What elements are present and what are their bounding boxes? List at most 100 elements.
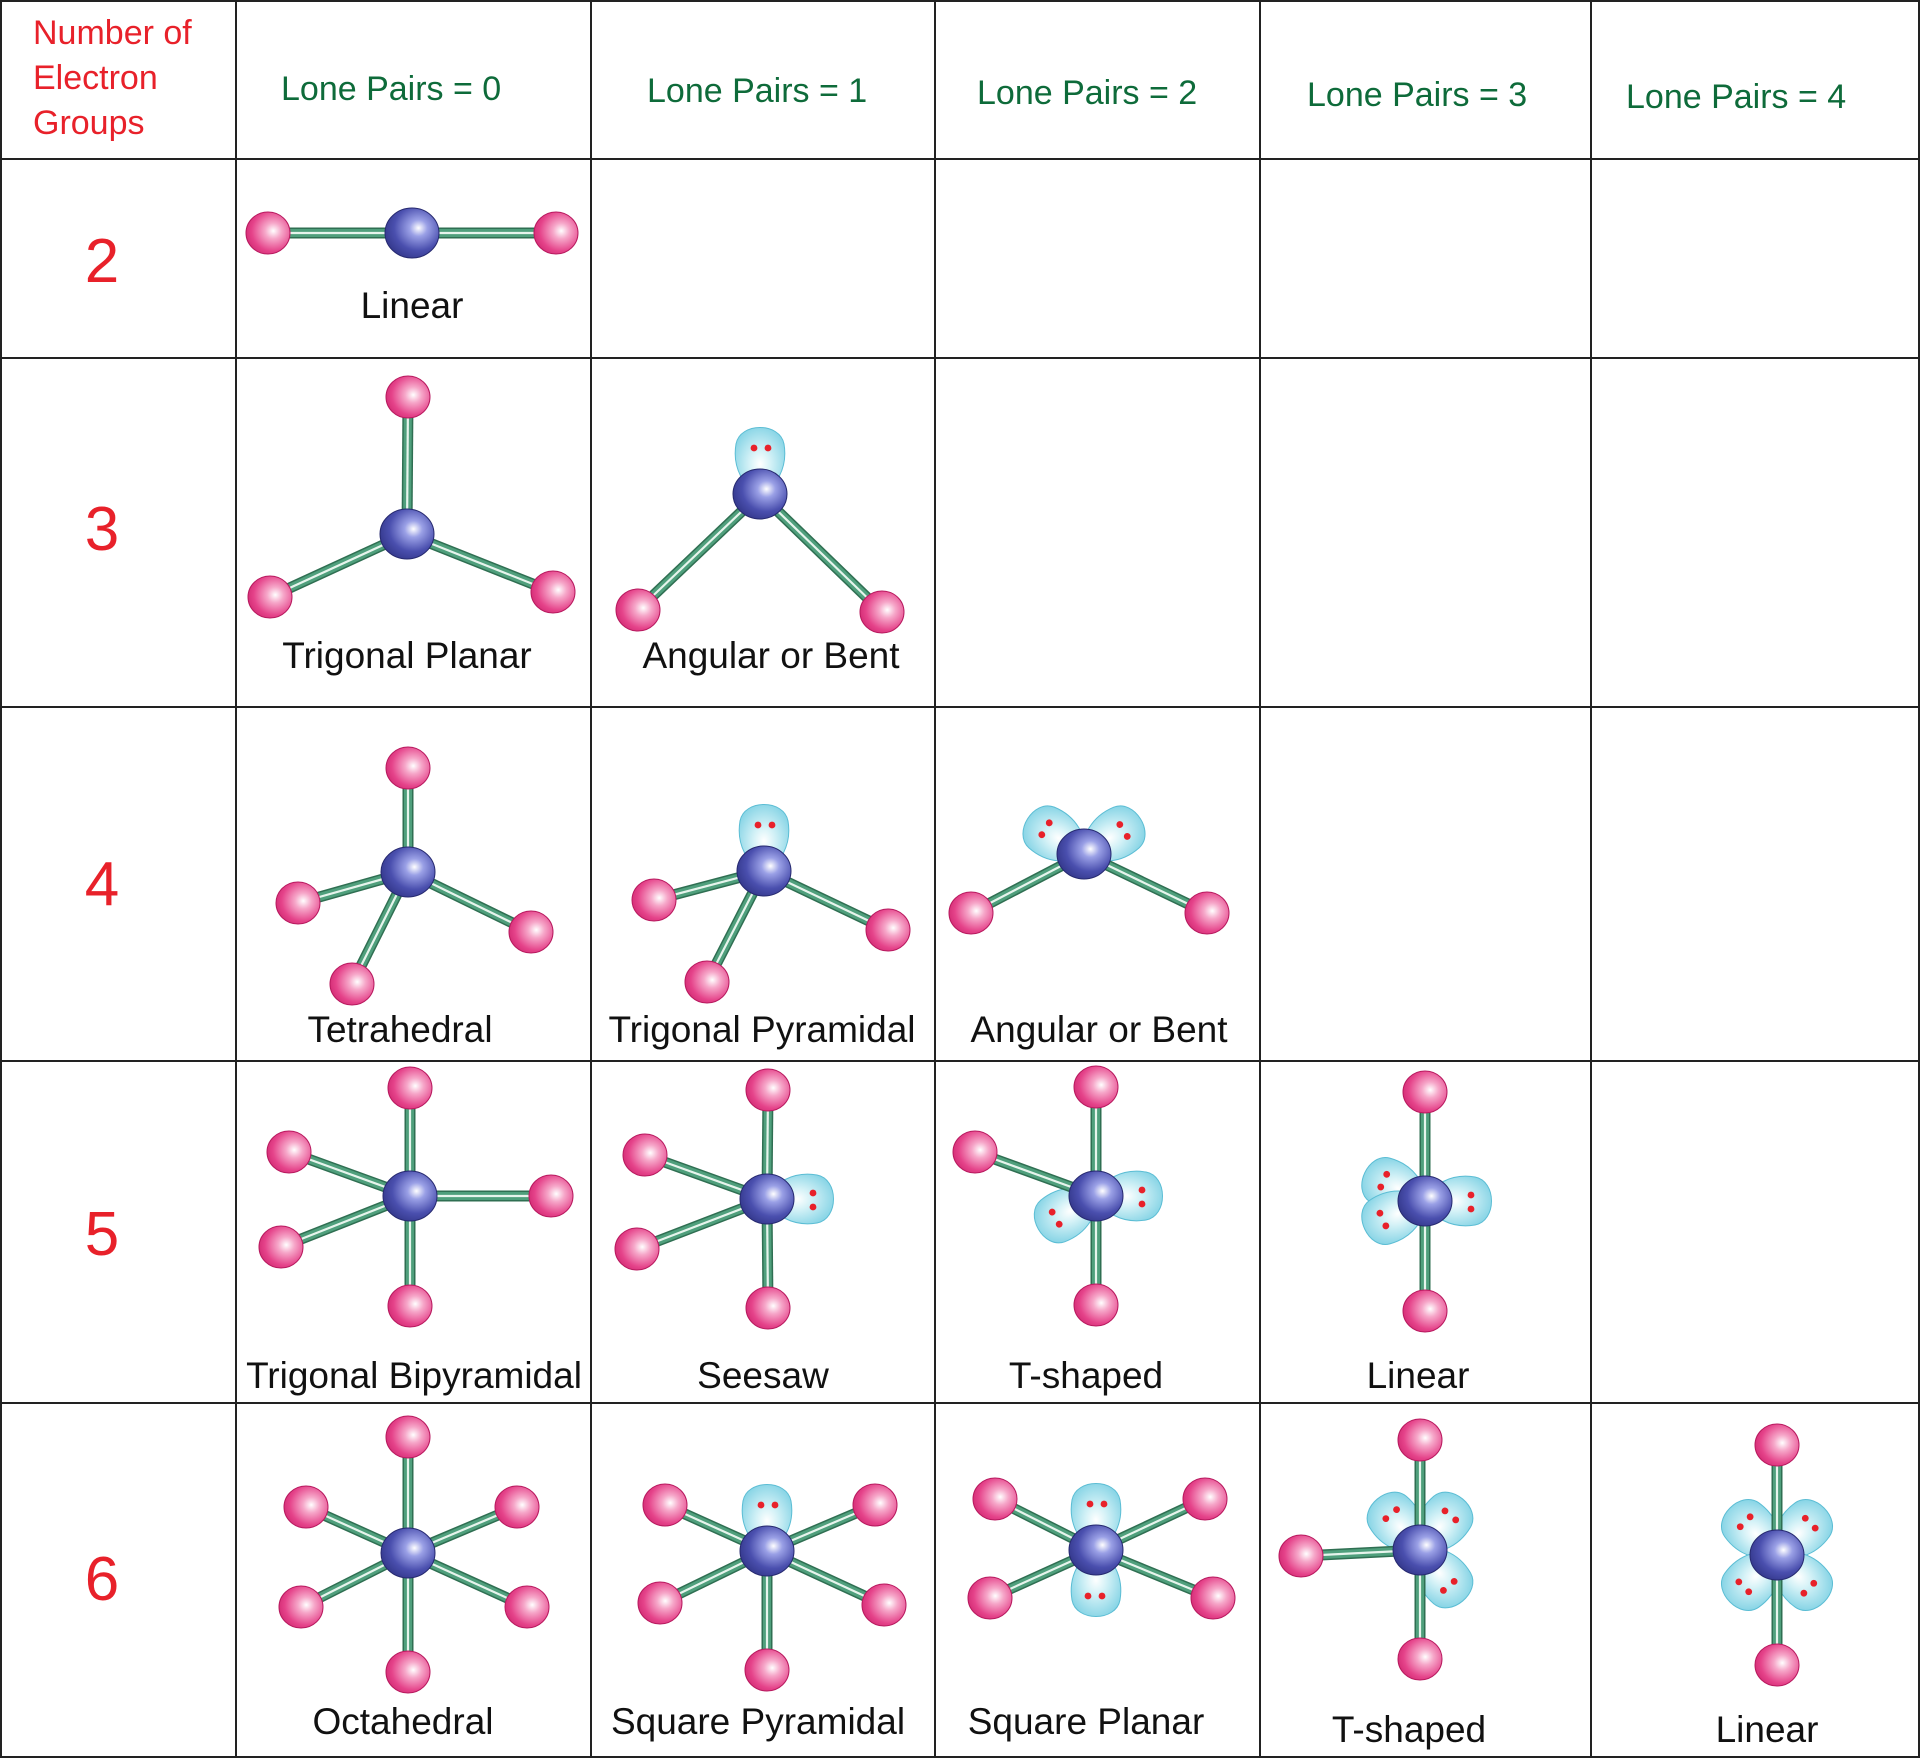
central-atom bbox=[1749, 1529, 1805, 1581]
outer-atom bbox=[504, 1585, 550, 1629]
outer-atom bbox=[385, 746, 431, 790]
lone-pair-dot bbox=[754, 821, 762, 829]
molecule-square-pyramidal bbox=[637, 1483, 907, 1692]
outer-atom bbox=[1397, 1637, 1443, 1681]
lone-pair-dot bbox=[771, 1501, 779, 1509]
shape-label-6-1: Square Pyramidal bbox=[611, 1701, 905, 1742]
molecule-linear-2-0 bbox=[245, 207, 579, 259]
outer-atom bbox=[258, 1225, 304, 1269]
central-atom bbox=[736, 845, 792, 897]
outer-atom bbox=[745, 1286, 791, 1330]
lone-pair-dot bbox=[1138, 1200, 1146, 1208]
lone-pair-dot bbox=[1440, 1586, 1447, 1594]
outer-atom bbox=[614, 1227, 660, 1271]
lone-pair-dot bbox=[1138, 1186, 1146, 1194]
row-number-3: 3 bbox=[85, 495, 119, 564]
shape-label-5-3: Linear bbox=[1367, 1355, 1470, 1396]
lone-pair-dot bbox=[1736, 1523, 1744, 1531]
molecule-trigonal-bipyramidal bbox=[258, 1066, 574, 1328]
molecule-t-shaped-6-3 bbox=[1278, 1418, 1474, 1681]
outer-atom bbox=[530, 570, 576, 614]
header-lone-pairs-2: Lone Pairs = 2 bbox=[977, 74, 1197, 112]
shape-label-6-2: Square Planar bbox=[968, 1701, 1205, 1742]
central-atom bbox=[1068, 1524, 1124, 1576]
row-number-6: 6 bbox=[85, 1545, 119, 1614]
outer-atom bbox=[1073, 1283, 1119, 1327]
shape-label-2-0: Linear bbox=[361, 285, 464, 326]
lone-pair-dot bbox=[1801, 1514, 1809, 1522]
shape-label-6-3: T-shaped bbox=[1332, 1709, 1486, 1750]
shape-label-4-0: Tetrahedral bbox=[307, 1009, 492, 1050]
outer-atom bbox=[952, 1130, 998, 1174]
shape-label-6-0: Octahedral bbox=[313, 1701, 494, 1742]
outer-atom bbox=[283, 1485, 329, 1529]
outer-atom bbox=[948, 891, 994, 935]
outer-atom bbox=[387, 1284, 433, 1328]
outer-atom bbox=[865, 908, 911, 952]
lone-pair-dot bbox=[1810, 1579, 1818, 1587]
molecule-bent-3-1 bbox=[615, 427, 905, 634]
outer-atom bbox=[1754, 1643, 1800, 1687]
outer-atom bbox=[1278, 1534, 1324, 1578]
lone-pair-dot bbox=[1452, 1516, 1460, 1524]
outer-atom bbox=[631, 878, 677, 922]
lone-pair-dot bbox=[1382, 1515, 1390, 1523]
outer-atom bbox=[245, 211, 291, 255]
molecule-tetrahedral bbox=[275, 746, 554, 1006]
outer-atom bbox=[745, 1068, 791, 1112]
outer-atom bbox=[637, 1581, 683, 1625]
molecule-t-shaped-5-2 bbox=[952, 1065, 1163, 1327]
lone-pair-dot bbox=[1382, 1222, 1390, 1230]
header-corner-line-3: Groups bbox=[33, 104, 145, 142]
lone-pair-dot bbox=[1811, 1524, 1819, 1532]
header-corner-line-2: Electron bbox=[33, 59, 158, 97]
row-number-4: 4 bbox=[85, 850, 119, 919]
outer-atom bbox=[859, 590, 905, 634]
molecule-trigonal-pyramidal bbox=[631, 804, 911, 1004]
header-lone-pairs-3: Lone Pairs = 3 bbox=[1307, 76, 1527, 114]
shape-label-5-0: Trigonal Bipyramidal bbox=[246, 1355, 582, 1396]
lone-pair-dot bbox=[1055, 1220, 1063, 1228]
outer-atom bbox=[744, 1648, 790, 1692]
lone-pair-dot bbox=[757, 1501, 765, 1509]
shape-label-3-0: Trigonal Planar bbox=[282, 635, 532, 676]
shape-label-3-1: Angular or Bent bbox=[642, 635, 900, 676]
lone-pair-dot bbox=[1098, 1592, 1106, 1600]
outer-atom bbox=[861, 1583, 907, 1627]
lone-pair-dot bbox=[1038, 831, 1046, 839]
shape-label-5-1: Seesaw bbox=[697, 1355, 829, 1396]
outer-atom bbox=[275, 881, 321, 925]
header-lone-pairs-4: Lone Pairs = 4 bbox=[1626, 78, 1846, 116]
lone-pair-dot bbox=[1084, 1592, 1092, 1600]
outer-atom bbox=[1190, 1576, 1236, 1620]
outer-atom bbox=[642, 1483, 688, 1527]
outer-atom bbox=[1397, 1418, 1443, 1462]
lone-pair-dot bbox=[1376, 1209, 1384, 1217]
outer-atom bbox=[967, 1576, 1013, 1620]
molecule-square-planar bbox=[967, 1477, 1236, 1620]
lone-pair-dot bbox=[1377, 1183, 1385, 1191]
outer-atom bbox=[266, 1130, 312, 1174]
central-atom bbox=[732, 468, 788, 520]
lone-pair-dot bbox=[1735, 1578, 1743, 1586]
outer-atom bbox=[494, 1485, 540, 1529]
central-atom bbox=[1068, 1170, 1124, 1222]
outer-atom bbox=[385, 1650, 431, 1694]
outer-atom bbox=[1182, 1477, 1228, 1521]
outer-atom bbox=[528, 1174, 574, 1218]
lone-pair-dot bbox=[1383, 1170, 1391, 1178]
outer-atom bbox=[508, 910, 554, 954]
shape-label-6-4: Linear bbox=[1716, 1709, 1819, 1750]
central-atom bbox=[1392, 1524, 1448, 1576]
molecule-trigonal-planar bbox=[247, 375, 576, 619]
lone-pair-dot bbox=[1441, 1507, 1449, 1515]
header-lone-pairs-1: Lone Pairs = 1 bbox=[647, 72, 867, 110]
central-atom bbox=[380, 846, 436, 898]
lone-pair-dot bbox=[1045, 819, 1053, 827]
lone-pair-dot bbox=[1450, 1577, 1458, 1585]
lone-pair-dot bbox=[1393, 1506, 1400, 1514]
lone-pair-dot bbox=[1116, 821, 1124, 828]
shape-label-4-1: Trigonal Pyramidal bbox=[608, 1009, 915, 1050]
